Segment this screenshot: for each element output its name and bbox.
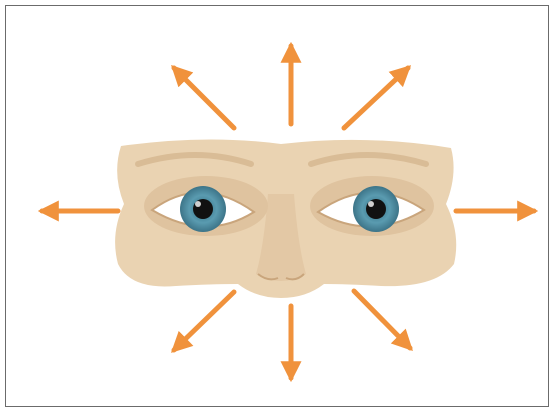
figure-frame	[5, 5, 549, 407]
arrow-up-right-icon	[344, 68, 408, 128]
arrow-down-left-icon	[174, 292, 234, 350]
right-eye-highlight	[368, 201, 374, 207]
arrow-up-left-icon	[174, 68, 234, 128]
eye-movement-illustration	[6, 6, 548, 406]
arrow-down-right-icon	[354, 291, 410, 348]
left-eye-highlight	[195, 201, 201, 207]
